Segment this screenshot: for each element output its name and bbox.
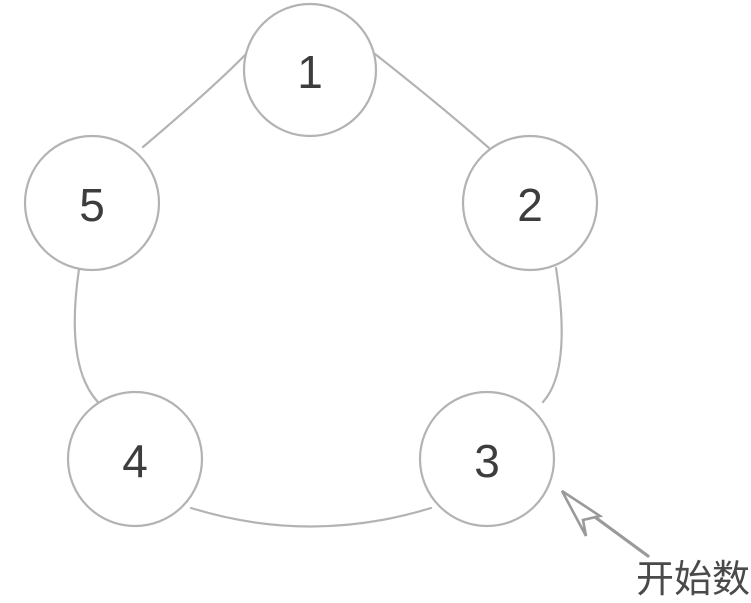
node-5-label: 5 <box>79 179 105 231</box>
annotation-label: 开始数 <box>636 557 750 601</box>
node-1-label: 1 <box>297 46 323 98</box>
node-2[interactable]: 2 <box>461 134 599 272</box>
node-4-circle[interactable] <box>66 390 204 528</box>
link-arc-4-to-5 <box>73 267 104 408</box>
node-4[interactable]: 4 <box>66 390 204 528</box>
node-1-circle[interactable] <box>242 2 378 138</box>
node-2-circle[interactable] <box>461 134 599 272</box>
annotation-pointer <box>560 489 650 558</box>
node-5[interactable]: 5 <box>23 134 161 272</box>
arrow-head-icon <box>560 489 604 537</box>
link-arc-3-to-4 <box>189 506 433 528</box>
pointer-shaft-line <box>586 510 650 558</box>
link-arc-2-to-3 <box>541 266 563 404</box>
link-arcs-group <box>73 52 563 528</box>
node-3-label: 3 <box>474 435 500 487</box>
link-arc-1-to-2 <box>373 52 491 150</box>
node-2-label: 2 <box>517 179 543 231</box>
node-4-label: 4 <box>122 435 148 487</box>
link-arc-5-to-1 <box>141 52 248 149</box>
node-3[interactable]: 3 <box>418 390 556 528</box>
node-3-circle[interactable] <box>418 390 556 528</box>
node-5-circle[interactable] <box>23 134 161 272</box>
node-1[interactable]: 1 <box>242 2 378 138</box>
